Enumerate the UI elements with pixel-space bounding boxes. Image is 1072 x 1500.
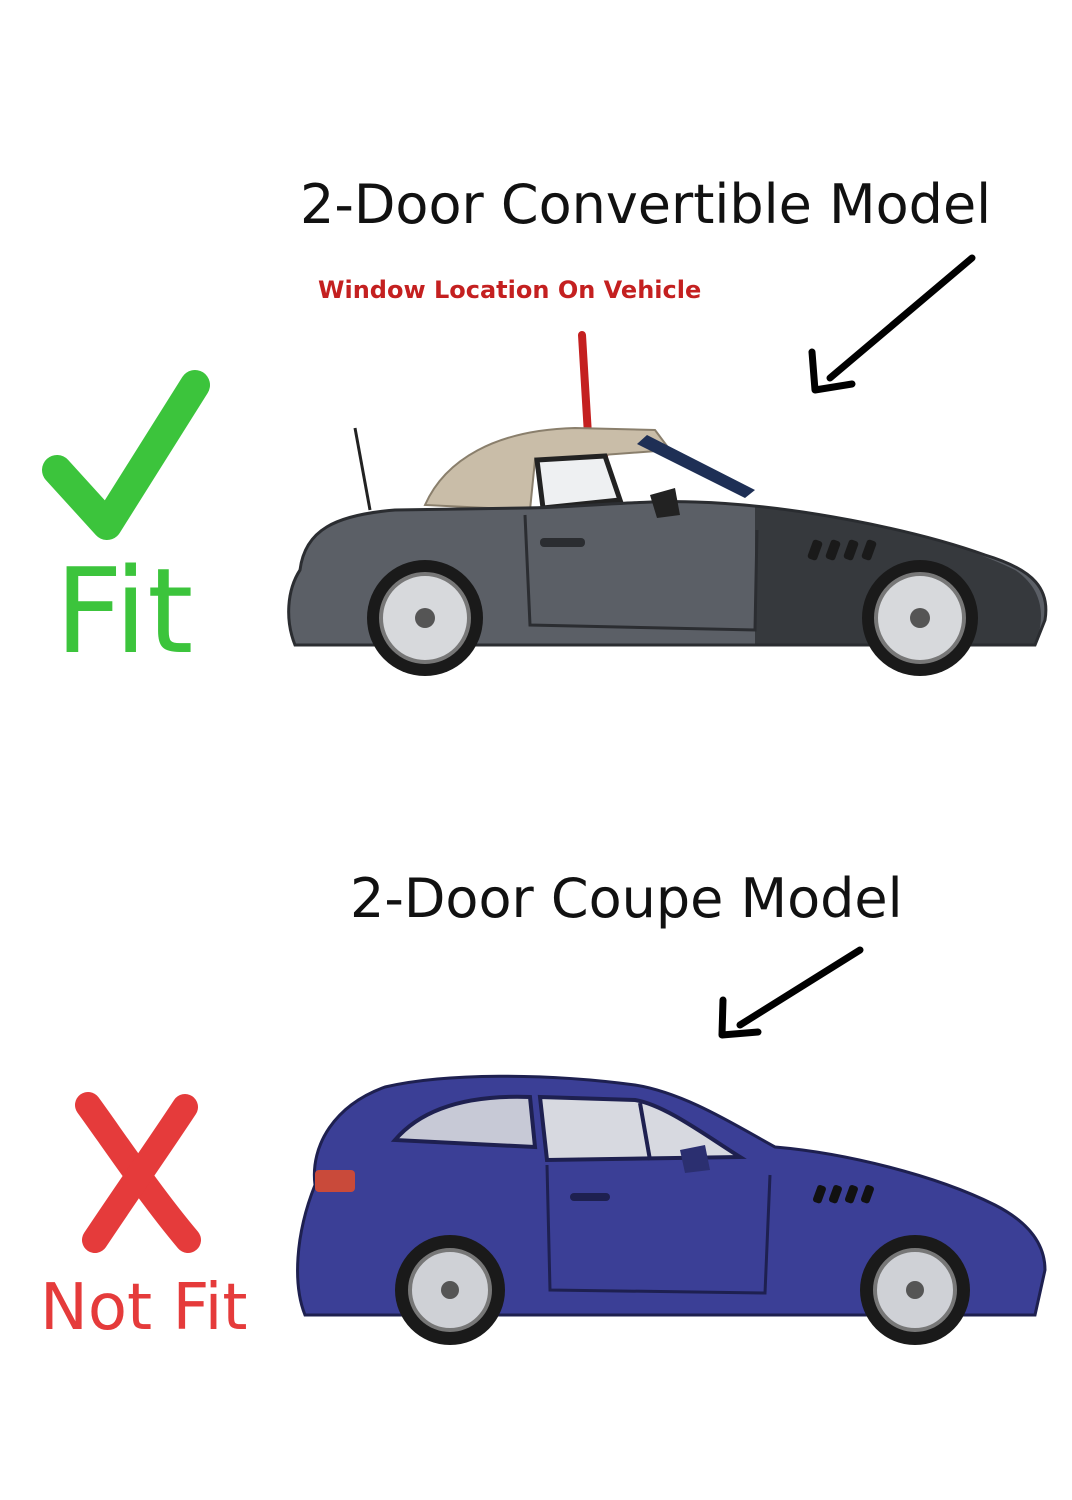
fit-label: Fit (55, 542, 194, 680)
checkmark-icon (42, 370, 210, 540)
not-fit-label: Not Fit (40, 1271, 248, 1345)
convertible-title: 2-Door Convertible Model (300, 173, 992, 236)
window-location-callout: Window Location On Vehicle (318, 276, 702, 304)
coupe-car-image (296, 1074, 1047, 1345)
cross-icon (75, 1092, 201, 1253)
coupe-title: 2-Door Coupe Model (350, 867, 903, 930)
convertible-car-image (287, 426, 1048, 676)
